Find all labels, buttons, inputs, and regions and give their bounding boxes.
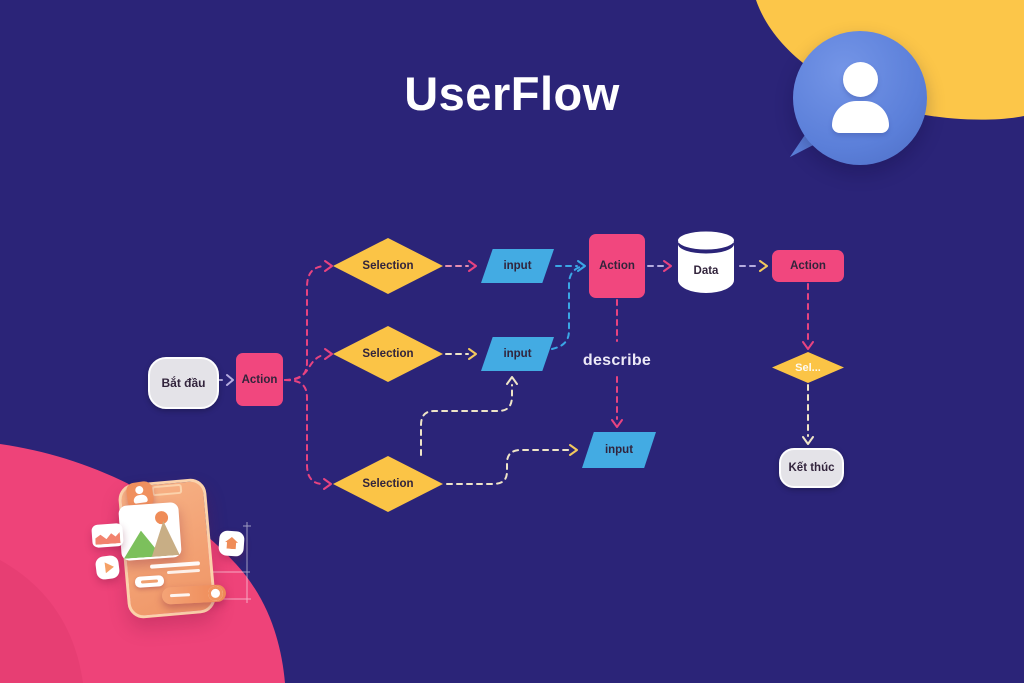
node-data-store: Data <box>676 231 736 294</box>
pink-blob-shade <box>0 560 83 683</box>
node-selection-final-label: Sel... <box>795 361 821 374</box>
profile-badge-head <box>134 485 144 495</box>
search-pill <box>161 584 227 605</box>
connector-selection-end <box>802 384 814 445</box>
node-start: Bắt đầu <box>148 357 219 409</box>
describe-annotation: describe <box>582 352 652 369</box>
profile-badge-torso <box>133 494 149 504</box>
connector-action-selection-top <box>284 260 333 381</box>
node-action-main-label: Action <box>241 373 278 386</box>
user-avatar-icon <box>843 62 878 97</box>
node-end-label: Kết thúc <box>788 462 835 474</box>
image-card <box>118 501 182 562</box>
connector-selection-input-mid <box>445 348 477 360</box>
connector-start-action <box>216 374 234 386</box>
user-avatar-body <box>832 101 889 133</box>
phone-app-illustration <box>90 468 265 628</box>
button-pill <box>134 575 165 588</box>
connector-action-data <box>647 260 672 272</box>
node-input-top: input <box>481 249 554 283</box>
node-data-store-label: Data <box>693 265 719 277</box>
play-triangle <box>103 561 114 573</box>
button-pill-text-bar <box>140 579 159 584</box>
node-action-process-label: Action <box>599 260 635 272</box>
mini-chart-card <box>91 522 124 549</box>
node-action-main: Action <box>236 353 283 406</box>
node-selection-top-label: Selection <box>362 260 414 272</box>
node-input-bottom-label: input <box>604 444 634 456</box>
node-input-mid-label: input <box>503 348 532 360</box>
node-input-mid: input <box>481 337 554 371</box>
connector-selection-input-top <box>445 260 477 272</box>
connector-action-selection-mid <box>284 348 333 381</box>
node-selection-mid-label: Selection <box>362 348 414 360</box>
node-end: Kết thúc <box>779 448 844 488</box>
chat-bubble <box>793 31 927 165</box>
home-icon <box>218 530 245 557</box>
search-pill-text-bar <box>169 593 191 598</box>
page-title: UserFlow <box>404 67 620 120</box>
connector-inputs-action-process <box>551 260 586 350</box>
connector-selection-bottom-input-bottom <box>446 444 578 485</box>
connector-data-action-final <box>739 260 768 272</box>
connector-action-selection-bottom <box>284 379 332 490</box>
mountain-tan <box>149 520 179 557</box>
database-cylinder-icon <box>678 231 734 293</box>
node-action-final-label: Action <box>790 260 826 272</box>
play-icon <box>94 554 121 581</box>
sun-icon <box>154 510 169 525</box>
search-pill-knob <box>207 585 224 602</box>
node-action-process: Action <box>589 234 645 298</box>
node-start-label: Bắt đầu <box>161 376 206 390</box>
node-input-top-label: input <box>503 260 532 272</box>
connector-action-selection-final <box>802 283 814 350</box>
node-selection-bottom-label: Selection <box>362 478 414 490</box>
home-glyph <box>225 537 239 550</box>
mini-area-chart <box>95 529 121 545</box>
node-action-final: Action <box>772 250 844 282</box>
node-input-bottom: input <box>582 432 656 468</box>
connector-selection-bottom-input-mid <box>420 376 518 456</box>
connector-action-describe-input <box>611 299 623 428</box>
